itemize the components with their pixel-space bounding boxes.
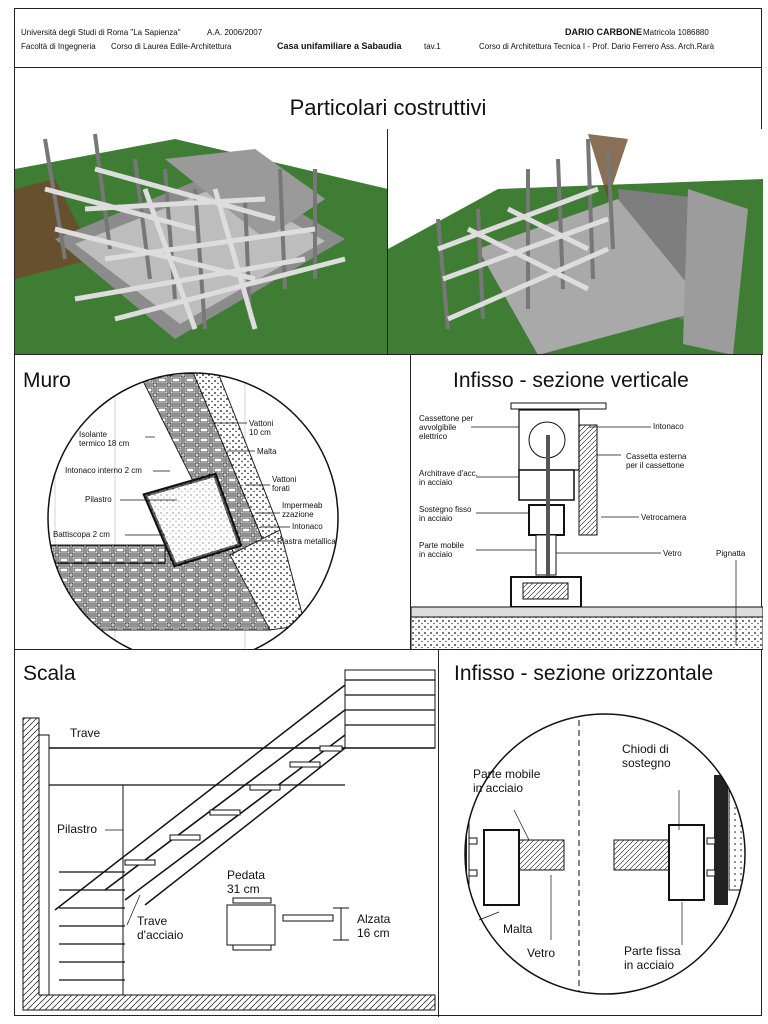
label-parte-fissa: Parte fissa in acciaio	[624, 944, 681, 972]
label-intonaco-v: Intonaco	[653, 422, 684, 431]
title-block: Università degli Studi di Roma "La Sapie…	[15, 9, 761, 68]
label-intonaco: Intonaco	[292, 522, 323, 531]
label-vetro-o: Vetro	[527, 946, 556, 960]
label-alzata: Alzata 16 cm	[357, 912, 391, 940]
scala-title: Scala	[23, 662, 76, 685]
label-pignatta: Pignatta	[716, 549, 746, 558]
label-pilastro: Pilastro	[85, 495, 112, 504]
label-battiscopa: Battiscopa 2 cm	[53, 530, 110, 539]
title-bar: Particolari costruttivi	[15, 67, 761, 130]
label-piastra: Piastra metallica	[277, 537, 336, 546]
render-right	[388, 129, 763, 355]
label-parte-mobile-o: Parte mobile in acciaio	[473, 767, 541, 795]
muro-detail-drawing	[47, 372, 339, 649]
label-malta: Malta	[257, 447, 277, 456]
faculty-text: Facoltà di Ingegneria	[21, 42, 96, 51]
sheet-number: tav.1	[424, 42, 441, 51]
label-vattoni-10: Vattoni 10 cm	[249, 419, 274, 437]
author-name: DARIO CARBONE	[565, 27, 643, 37]
structure-render-right	[388, 129, 763, 354]
label-intonaco-interno: Intonaco interno 2 cm	[65, 466, 142, 475]
label-chiodi: Chiodi di sostegno	[622, 742, 671, 770]
infisso-orizzontale-title: Infisso - sezione orizzontale	[454, 662, 714, 685]
label-isolante: Isolante termico 18 cm	[79, 430, 130, 448]
label-pilastro-scala: Pilastro	[57, 822, 98, 836]
scala-section-drawing	[22, 669, 436, 1011]
page-title: Particolari costruttivi	[289, 95, 487, 120]
label-sostegno-fisso: Sostegno fisso in acciaio	[419, 505, 472, 523]
university-text: Università degli Studi di Roma "La Sapie…	[21, 28, 181, 37]
label-impermeabilizzazione: Impermeab zzazione	[282, 501, 323, 519]
label-vetrocamera: Vetrocamera	[641, 513, 687, 522]
academic-year: A.A. 2006/2007	[207, 28, 263, 37]
label-cassettone: Cassettone per avvolgibile elettrico	[419, 414, 474, 441]
label-pedata: Pedata 31 cm	[227, 868, 266, 896]
label-cassetta-esterna: Cassetta esterna per il cassettone	[626, 452, 687, 470]
label-trave: Trave	[70, 726, 101, 740]
infisso-verticale-panel: Infisso - sezione verticale	[411, 355, 763, 650]
label-parte-mobile-v: Parte mobile in acciaio	[419, 541, 464, 559]
course-degree: Corso di Laurea Edile-Architettura	[111, 42, 232, 51]
label-architrave: Architrave d'acc. in acciaio	[419, 469, 478, 487]
label-malta-o: Malta	[503, 922, 533, 936]
scala-panel: Scala	[15, 650, 439, 1017]
label-vetro-v: Vetro	[663, 549, 682, 558]
infisso-orizzontale-panel: Infisso - sezione orizzontale	[439, 650, 763, 1017]
render-left	[15, 129, 388, 355]
muro-panel: Muro	[15, 355, 411, 650]
label-trave-acciaio: Trave d'acciaio	[137, 914, 184, 942]
infisso-orizzontale-drawing	[464, 713, 746, 995]
muro-title: Muro	[23, 369, 71, 392]
structure-render-left	[15, 129, 387, 354]
label-vattoni-forati: Vattoni forati	[272, 475, 297, 493]
infisso-verticale-drawing	[411, 402, 763, 649]
course-name: Corso di Architettura Tecnica I - Prof. …	[479, 42, 715, 51]
matricola: Matricola 1086880	[643, 28, 709, 37]
infisso-verticale-title: Infisso - sezione verticale	[453, 369, 689, 392]
drawing-sheet: Università degli Studi di Roma "La Sapie…	[14, 8, 763, 1017]
project-title: Casa unifamiliare a Sabaudia	[277, 41, 402, 51]
